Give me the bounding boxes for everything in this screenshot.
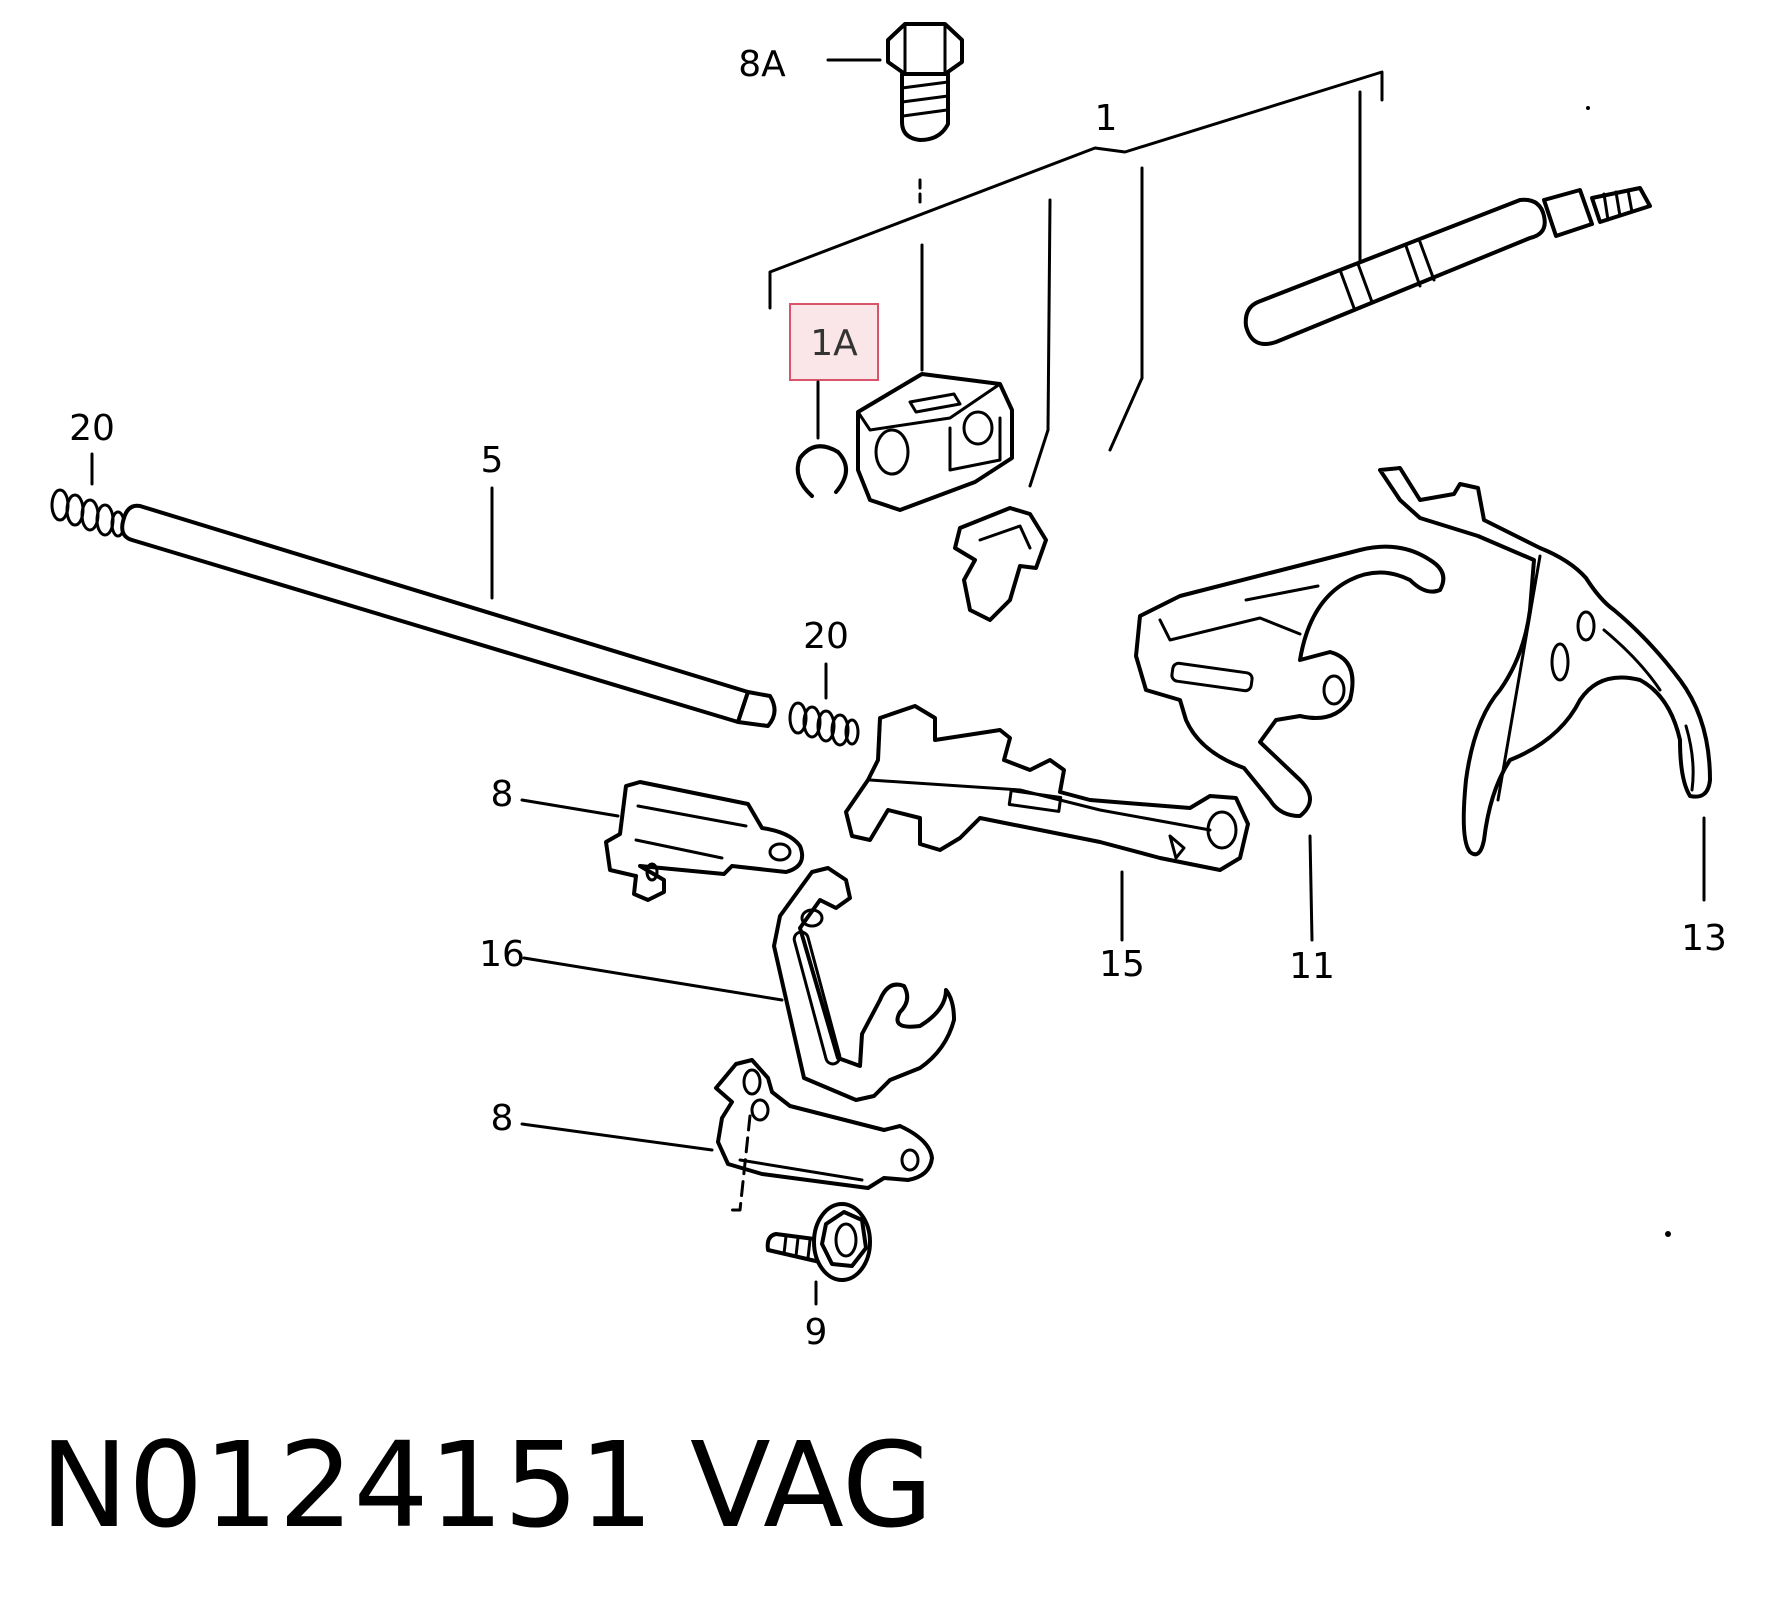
spring-20-center <box>788 701 860 747</box>
interlock-clip <box>953 506 1048 622</box>
flange-bolt-9 <box>765 1202 872 1282</box>
callout-20-center: 20 <box>803 616 849 657</box>
callout-20-left: 20 <box>69 408 115 449</box>
selector-plate-15 <box>844 704 1250 872</box>
shift-rod-5 <box>120 503 777 728</box>
callout-8A: 8A <box>738 44 786 85</box>
selector-block <box>856 372 1014 512</box>
callout-13: 13 <box>1681 918 1727 959</box>
stray-dot <box>1665 1231 1671 1237</box>
shift-fork-11 <box>1134 544 1446 818</box>
guide-plate-8-upper <box>604 780 805 902</box>
callout-16: 16 <box>479 934 525 975</box>
leader-8-lower <box>520 1122 714 1152</box>
hex-bolt-8A <box>886 22 964 207</box>
leader-11 <box>1308 834 1314 942</box>
caption-part-number: N0124151 <box>40 1416 654 1554</box>
shift-fork-13 <box>1378 466 1712 857</box>
lever-16 <box>772 866 956 1102</box>
spring-20-left <box>50 488 126 538</box>
callout-8-upper: 8 <box>491 774 514 815</box>
callout-8-lower: 8 <box>491 1098 514 1139</box>
group-bracket-1 <box>768 70 1384 488</box>
callout-1A-highlight <box>789 303 879 381</box>
shift-shaft <box>1243 186 1652 346</box>
leader-8-upper <box>520 798 620 818</box>
leader-16 <box>522 956 784 1002</box>
callout-5: 5 <box>481 440 504 481</box>
callout-1: 1 <box>1095 98 1118 139</box>
caption-brand: VAG <box>690 1416 933 1554</box>
callout-1A: 1A <box>810 323 858 364</box>
callout-15: 15 <box>1099 944 1145 985</box>
callout-11: 11 <box>1289 946 1335 987</box>
guide-plate-8-lower <box>714 1058 934 1212</box>
circlip-1A <box>795 444 848 498</box>
callout-9: 9 <box>805 1312 828 1353</box>
stray-dot <box>1586 106 1590 110</box>
